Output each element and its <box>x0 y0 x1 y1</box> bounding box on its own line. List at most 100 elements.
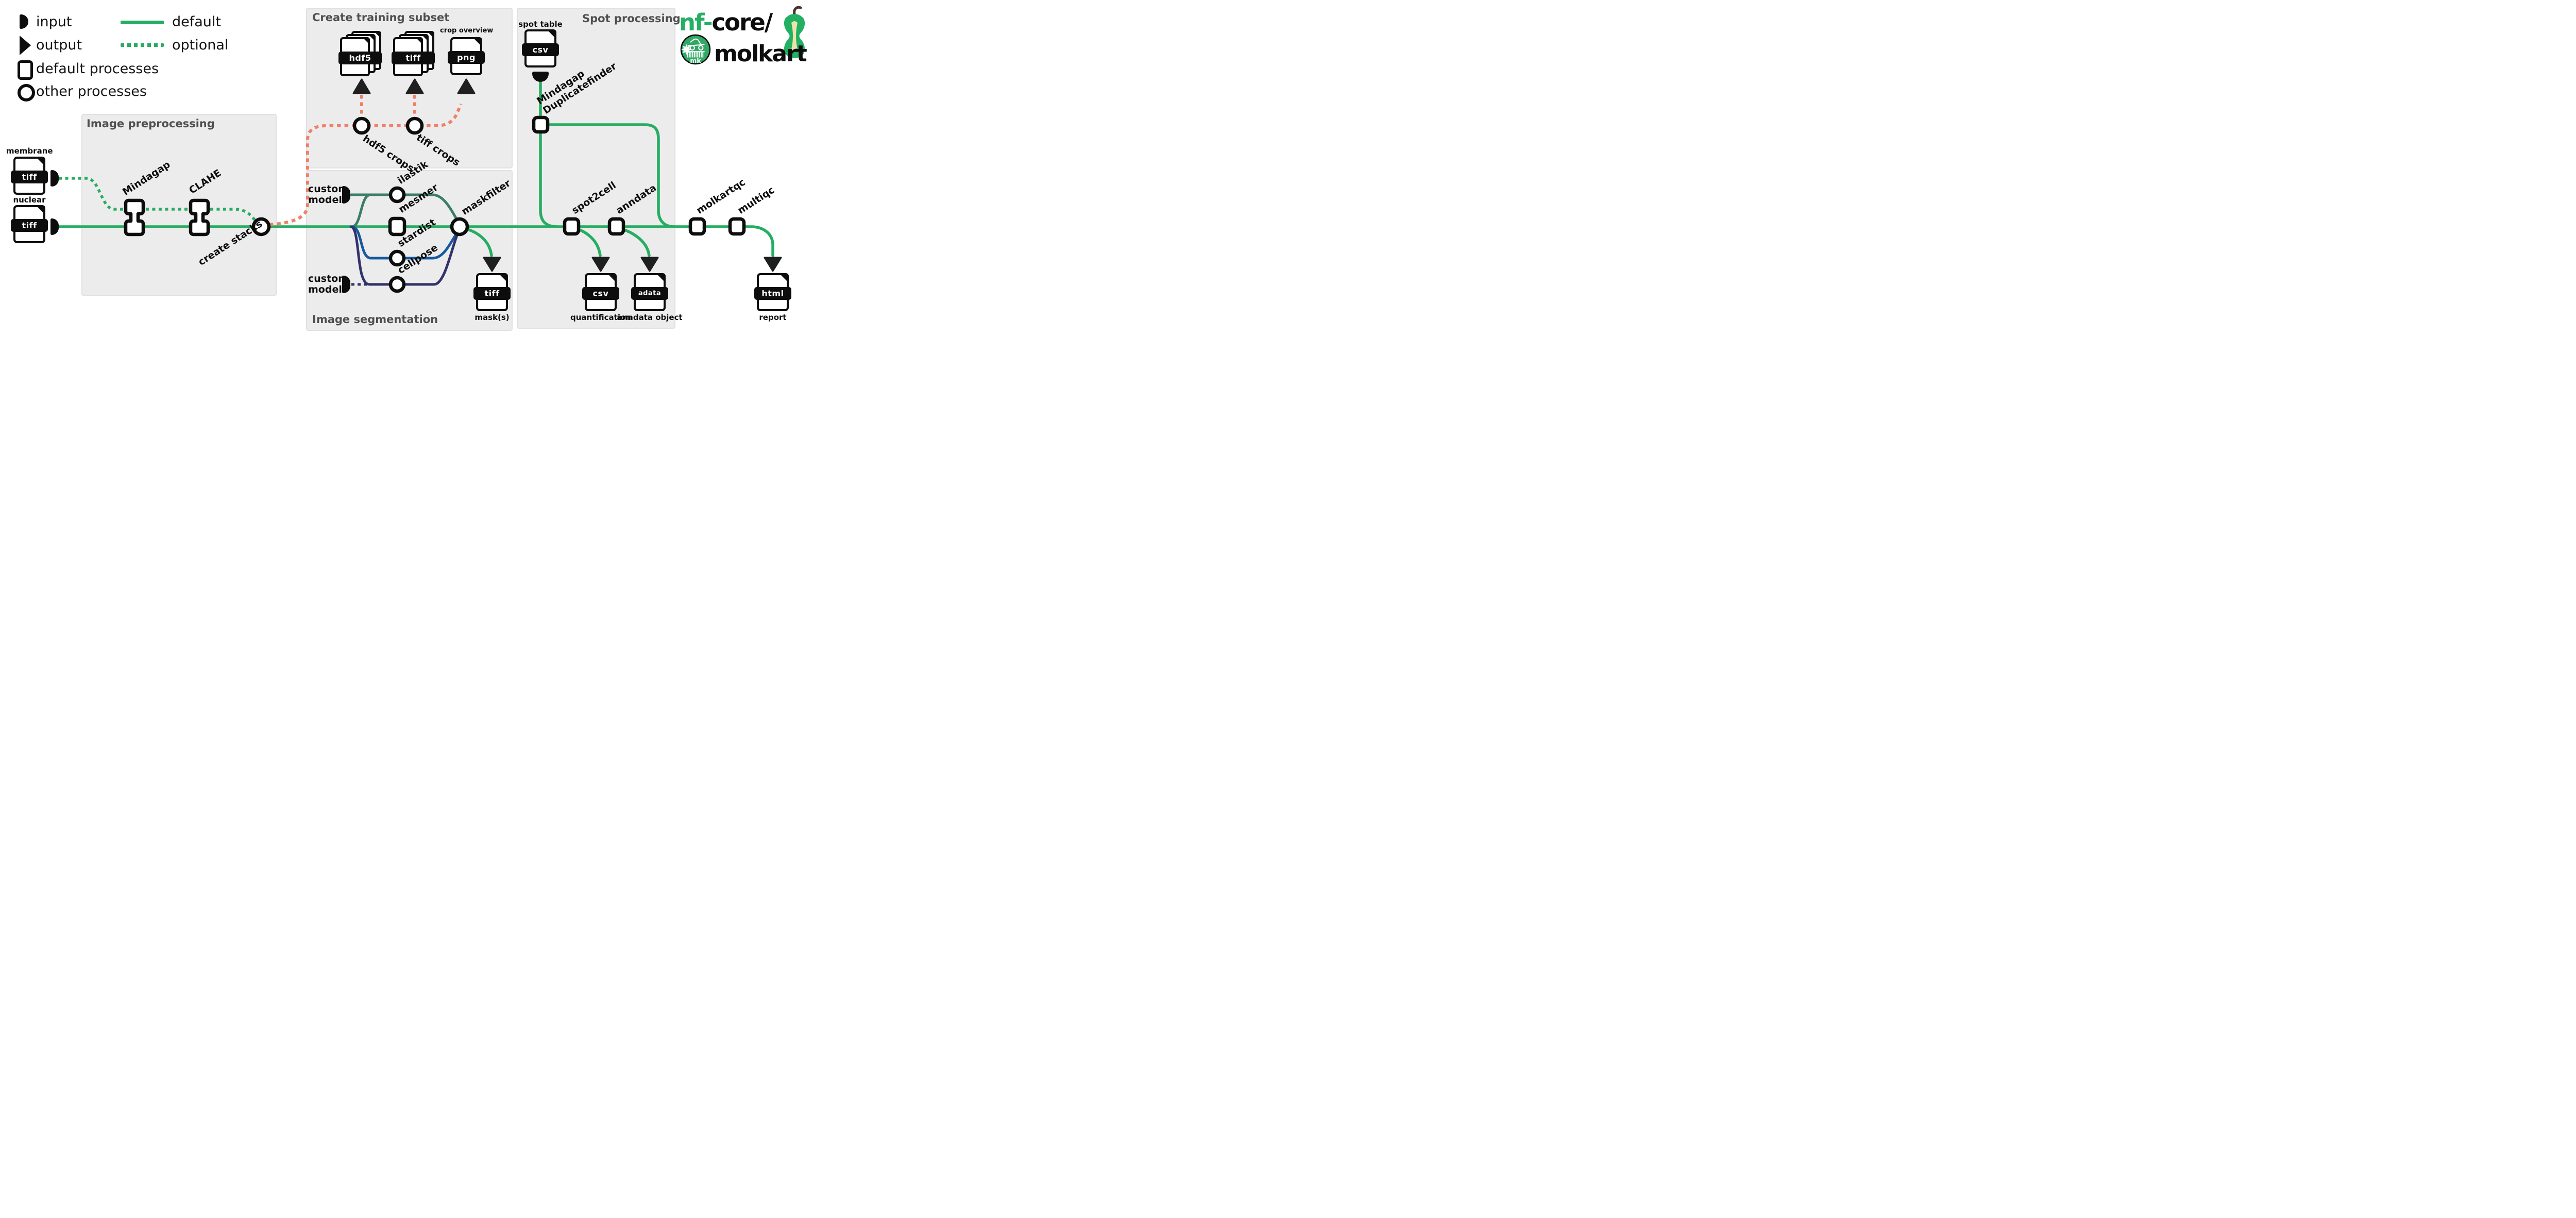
output-icon <box>20 36 31 55</box>
node-create-stacks <box>251 217 271 236</box>
crop-overview-label: crop overview <box>440 27 494 35</box>
custom-model-bottom-label: custom model <box>308 274 348 295</box>
node-clahe <box>189 198 210 236</box>
report-file-label: report <box>759 313 787 322</box>
nuclear-file-label: nuclear <box>13 195 46 205</box>
node-cellpose <box>388 276 406 293</box>
legend-output-label: output <box>36 37 82 53</box>
file-fold-icon <box>472 37 482 47</box>
output-arrow-hdf5-crops <box>352 78 371 94</box>
file-fold-icon <box>36 157 45 166</box>
output-arrow-anndata-object <box>640 257 659 272</box>
node-stardist <box>388 249 406 267</box>
nuclear-file-icon: tiff <box>11 205 48 243</box>
quantification-file-label: quantification <box>570 313 631 322</box>
node-mesmer <box>388 216 406 236</box>
edge-ilastik-lane <box>350 193 460 223</box>
pipeline-diagram: Image preprocessing Create training subs… <box>0 0 808 340</box>
masks-file-label: mask(s) <box>474 313 510 322</box>
edge-membrane-optional <box>59 177 257 222</box>
file-fold-icon <box>656 273 666 283</box>
node-ilastik <box>388 186 406 204</box>
node-spot2cell <box>563 217 581 236</box>
input-icon <box>20 14 28 29</box>
wire-layer <box>57 78 782 293</box>
file-type-badge: hdf5 <box>338 52 382 64</box>
file-fold-icon <box>779 273 789 283</box>
hdf5-crops-file-stack: hdf5 <box>338 31 382 76</box>
custom-model-top-label: custom model <box>308 184 348 206</box>
file-type-badge: tiff <box>473 287 511 300</box>
file-type-badge: tiff <box>11 219 48 232</box>
spot-table-label: spot table <box>518 20 563 29</box>
file-type-badge: csv <box>582 287 619 300</box>
node-anndata <box>607 217 625 236</box>
output-arrow-tiff-crops <box>405 78 424 94</box>
default-process-icon <box>18 60 33 80</box>
spot-table-file-icon: csv <box>522 29 559 67</box>
title-image-preprocessing: Image preprocessing <box>87 117 215 130</box>
anndata-object-file-label: anndata object <box>617 313 683 322</box>
node-multiqc <box>728 217 746 236</box>
tiff-crops-file-stack: tiff <box>392 31 435 76</box>
legend-optional-line-label: optional <box>172 37 229 53</box>
badge-mk-text: mk <box>690 57 701 64</box>
file-type-badge: csv <box>522 43 559 56</box>
file-type-badge: tiff <box>11 171 48 183</box>
nf-core-logo-text: nf-core/ <box>679 9 773 36</box>
edge-duplicatefinder-bypass <box>546 123 676 228</box>
crop-overview-file-icon: png <box>448 37 485 75</box>
masks-file-icon: tiff <box>473 273 511 311</box>
membrane-file-label: membrane <box>6 146 53 156</box>
output-arrow-crop-overview <box>457 78 476 94</box>
anndata-object-file-icon: adata <box>631 273 668 311</box>
report-file-icon: html <box>754 273 791 311</box>
membrane-file-icon: tiff <box>11 157 48 195</box>
output-arrow-quantification <box>591 257 610 272</box>
title-create-training-subset: Create training subset <box>312 11 450 24</box>
title-spot-processing: Spot processing <box>582 12 681 25</box>
nuclear-input-icon <box>50 218 59 235</box>
file-type-badge: adata <box>631 287 668 300</box>
file-fold-icon <box>547 29 556 39</box>
file-type-badge: html <box>754 287 791 300</box>
edge-stardist-lane <box>350 225 460 260</box>
custom-model-top-input-icon <box>342 186 350 204</box>
node-duplicatefinder <box>532 115 550 134</box>
title-image-segmentation: Image segmentation <box>312 313 438 326</box>
legend-input-label: input <box>36 14 72 30</box>
edge-create-stacks-crops <box>269 103 463 226</box>
legend-default-processes-label: default processes <box>36 61 159 77</box>
spot-table-input-icon <box>532 72 549 82</box>
file-type-badge: png <box>448 51 485 64</box>
custom-model-line2: model <box>308 284 342 295</box>
membrane-input-icon <box>50 170 59 187</box>
apple-core-icon <box>784 6 805 58</box>
node-hdf5-crops <box>352 116 371 135</box>
edge-multiqc-report <box>736 225 774 257</box>
legend-other-processes-label: other processes <box>36 83 147 99</box>
file-fold-icon <box>607 273 617 283</box>
custom-model-line1: custom <box>308 273 349 284</box>
node-molkartqc <box>688 217 706 236</box>
file-type-badge: tiff <box>392 52 435 64</box>
node-maskfilter <box>450 217 469 236</box>
quantification-file-icon: csv <box>582 273 619 311</box>
node-tiff-crops <box>405 116 424 135</box>
output-arrow-report <box>764 257 782 272</box>
output-arrow-masks <box>483 257 501 272</box>
file-fold-icon <box>36 205 45 215</box>
edge-ilastik-branch <box>350 193 372 228</box>
molkart-badge-icon: mk <box>680 34 711 65</box>
edge-cellpose-lane <box>349 225 460 286</box>
edge-spottable <box>539 81 559 228</box>
logo-core: core/ <box>711 9 773 36</box>
optional-line-swatch <box>121 43 164 47</box>
box-image-preprocessing <box>81 114 277 296</box>
logo-molkart-text: molkart <box>714 41 807 67</box>
custom-model-line1: custom <box>308 183 349 195</box>
node-mindagap <box>124 198 145 236</box>
custom-model-bottom-input-icon <box>342 276 350 293</box>
custom-model-line2: model <box>308 194 342 206</box>
legend-default-line-label: default <box>172 14 222 30</box>
